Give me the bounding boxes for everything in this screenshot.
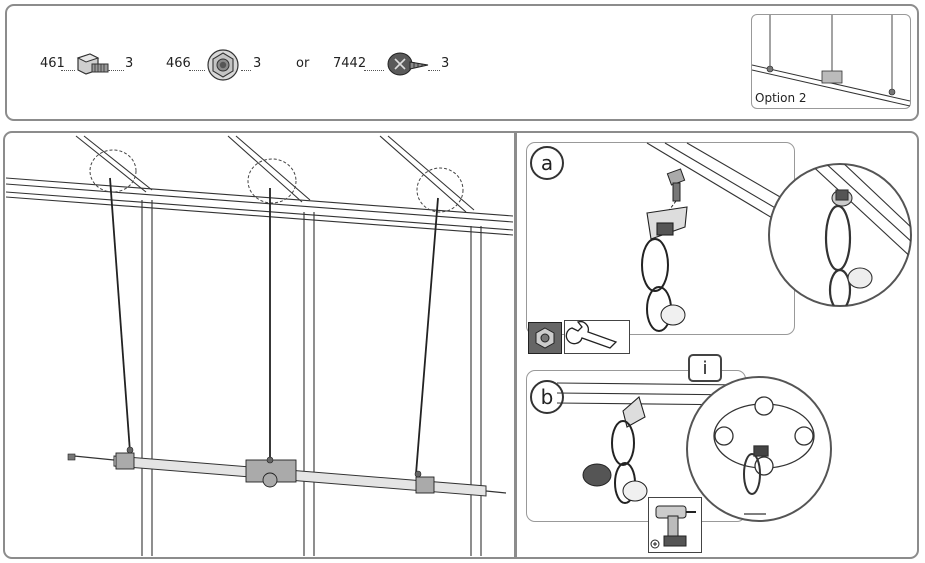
leader-dots xyxy=(108,70,124,71)
option-2-label: Option 2 xyxy=(755,91,807,105)
step-a-drawing xyxy=(641,142,795,332)
greenhouse-overview-drawing xyxy=(5,135,514,556)
step-b-drawing xyxy=(556,382,747,504)
part-qty-7442: 3 xyxy=(441,56,450,71)
option-2-drawing xyxy=(751,15,911,107)
leader-dots xyxy=(364,70,384,71)
step-a-detail-zoom xyxy=(768,163,912,307)
screw-icon xyxy=(387,52,429,76)
part-qty-466: 3 xyxy=(253,56,262,71)
square-nut-bolt-icon xyxy=(76,53,109,75)
part-code-7442: 7442 xyxy=(333,56,367,71)
step-a-label: a xyxy=(530,146,564,180)
step-b-detail-zoom xyxy=(686,376,832,522)
panel-divider xyxy=(514,133,517,557)
leader-dots xyxy=(61,70,75,71)
info-marker: i xyxy=(688,354,722,382)
part-qty-461: 3 xyxy=(125,56,134,71)
drill-icon xyxy=(650,505,696,549)
socket-icon xyxy=(535,327,555,349)
option-2-inset xyxy=(751,14,911,109)
leader-dots xyxy=(189,70,205,71)
step-b-label: b xyxy=(530,380,564,414)
or-separator: or xyxy=(296,56,310,71)
flange-nut-icon xyxy=(207,49,239,81)
part-code-466: 466 xyxy=(166,56,191,71)
leader-dots xyxy=(241,70,251,71)
part-code-461: 461 xyxy=(40,56,65,71)
wrench-icon xyxy=(565,321,618,349)
leader-dots xyxy=(428,70,440,71)
